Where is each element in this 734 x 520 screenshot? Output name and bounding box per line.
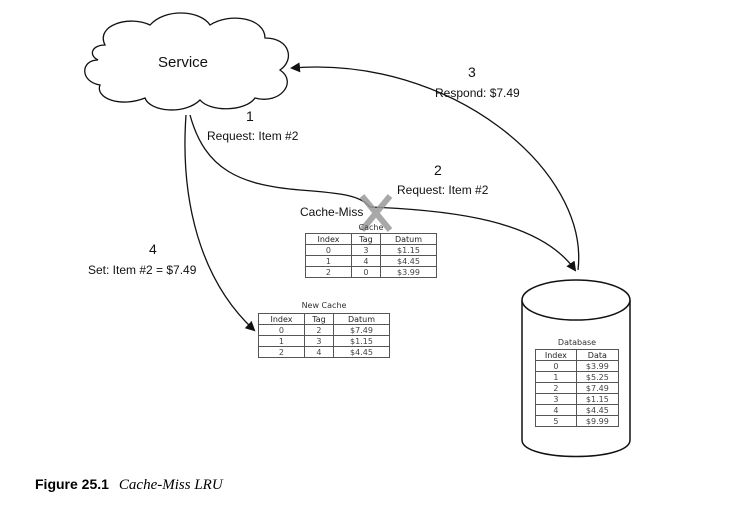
table-cell: 4 <box>303 346 334 358</box>
step-3-text: Respond: $7.49 <box>435 86 520 100</box>
new-cache-title: New Cache <box>301 301 347 310</box>
arrow-step-3 <box>290 62 580 271</box>
table-cell: 1 <box>535 371 577 383</box>
column-header: Index <box>535 349 577 361</box>
step-3-number: 3 <box>468 64 476 80</box>
step-1-number: 1 <box>246 108 254 124</box>
table-row: 2$7.49 <box>535 382 620 394</box>
table-cell: $5.25 <box>575 371 620 383</box>
table-cell: $1.15 <box>332 335 391 347</box>
service-label: Service <box>158 54 209 71</box>
table-cell: $1.15 <box>575 393 620 405</box>
service-cloud <box>84 12 289 111</box>
column-header: Data <box>575 349 620 361</box>
step-4-text: Set: Item #2 = $7.49 <box>88 263 197 277</box>
step-1-text: Request: Item #2 <box>207 129 299 143</box>
table-cell: 0 <box>535 360 577 372</box>
old-cache-title: Cache <box>358 223 384 232</box>
caption-title: Cache-Miss LRU <box>118 477 223 493</box>
column-header: Datum <box>379 233 438 245</box>
table-cell: 3 <box>350 244 381 256</box>
arrow-step-4 <box>184 114 256 332</box>
column-header: Index <box>258 313 305 325</box>
table-cell: $4.45 <box>379 255 438 267</box>
table-cell: 0 <box>258 324 305 336</box>
table-cell: $4.45 <box>332 346 391 358</box>
table-cell: $3.99 <box>379 266 438 278</box>
table-cell: 1 <box>258 335 305 347</box>
table-cell: 0 <box>350 266 381 278</box>
table-cell: $7.49 <box>332 324 391 336</box>
cache-miss-label: Cache-Miss <box>300 205 364 219</box>
table-cell: 1 <box>305 255 352 267</box>
database-title: Database <box>557 338 597 347</box>
column-header: Tag <box>350 233 381 245</box>
table-cell: $3.99 <box>575 360 620 372</box>
table-row: 1$5.25 <box>535 371 620 383</box>
table-cell: 2 <box>535 382 577 394</box>
table-cell: 3 <box>303 335 334 347</box>
arrow-step-2 <box>369 206 577 272</box>
table-cell: $9.99 <box>575 415 620 427</box>
table-cell: 4 <box>535 404 577 416</box>
table-cell: 2 <box>258 346 305 358</box>
table-cell: 2 <box>303 324 334 336</box>
table-row: 0$3.99 <box>535 360 620 372</box>
table-cell: 4 <box>350 255 381 267</box>
table-row: 5$9.99 <box>535 415 620 427</box>
table-cell: 5 <box>535 415 577 427</box>
table-cell: $7.49 <box>575 382 620 394</box>
table-cell: 2 <box>305 266 352 278</box>
table-row: 3$1.15 <box>535 393 620 405</box>
caption-label: Figure 25.1 <box>35 476 109 492</box>
table-row: 4$4.45 <box>535 404 620 416</box>
cache-miss-x-icon <box>359 194 393 232</box>
arrow-step-1 <box>189 114 371 208</box>
column-header: Tag <box>303 313 334 325</box>
column-header: Index <box>305 233 352 245</box>
step-4-number: 4 <box>149 241 157 257</box>
column-header: Datum <box>332 313 391 325</box>
step-2-text: Request: Item #2 <box>397 183 489 197</box>
figure-caption: Figure 25.1 Cache-Miss LRU <box>35 476 223 494</box>
table-cell: $4.45 <box>575 404 620 416</box>
step-2-number: 2 <box>434 162 442 178</box>
table-cell: 0 <box>305 244 352 256</box>
table-cell: 3 <box>535 393 577 405</box>
table-cell: $1.15 <box>379 244 438 256</box>
